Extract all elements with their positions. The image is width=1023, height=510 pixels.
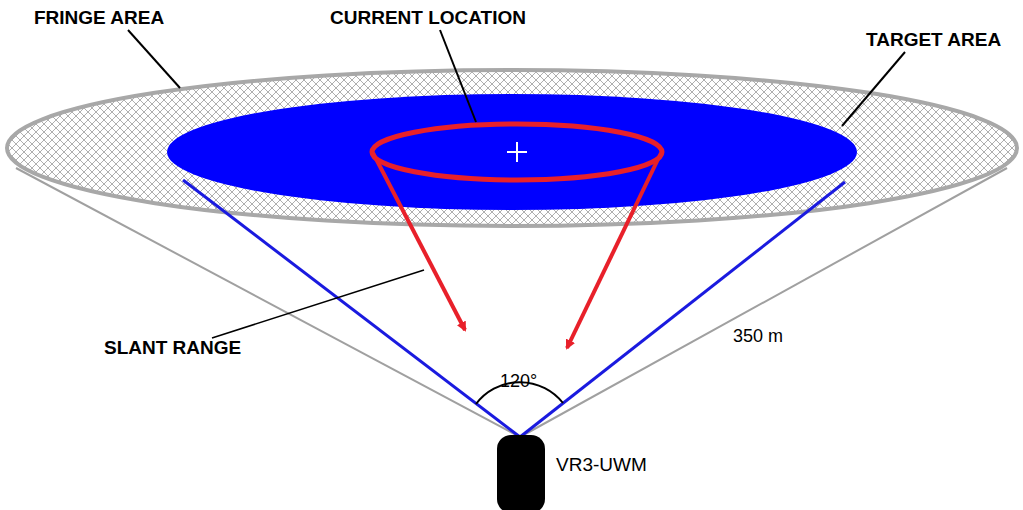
slant-range-arrow (567, 153, 661, 348)
leader-line (440, 30, 476, 122)
leader-line (128, 30, 180, 88)
crosshair (507, 142, 527, 162)
dimension-label: 350 m (733, 327, 783, 347)
target-area-ellipse (167, 94, 857, 210)
target-cone-line (520, 182, 845, 437)
area-label: FRINGE AREA (34, 8, 164, 29)
angle-label: 120° (500, 372, 537, 392)
current-location-ellipse (372, 124, 662, 180)
sensor-body (497, 435, 545, 510)
slant-range-arrow (373, 153, 465, 330)
leader-line (212, 270, 424, 338)
leader-line (842, 52, 905, 126)
area-label: CURRENT LOCATION (330, 8, 526, 29)
target-cone-line (183, 180, 520, 437)
device-label: VR3-UWM (556, 455, 647, 476)
callout-label: SLANT RANGE (104, 338, 241, 359)
fringe-area-ellipse (7, 70, 1017, 226)
area-label: TARGET AREA (866, 30, 1001, 51)
